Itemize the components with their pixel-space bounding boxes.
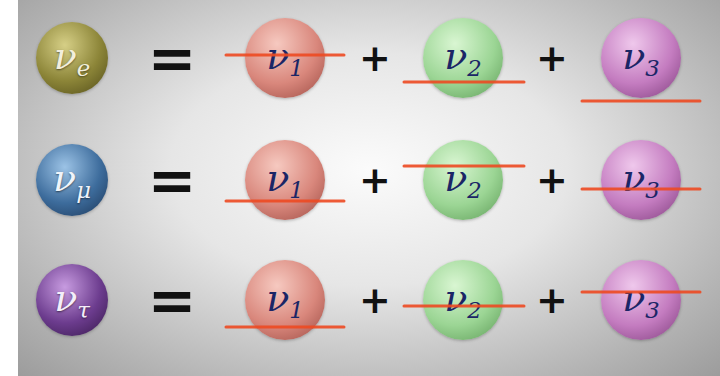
neutrino-sphere: ν3: [601, 18, 681, 98]
plus-sign: +: [359, 161, 391, 199]
particle-symbol: ν3: [622, 279, 660, 322]
particle-symbol: ν3: [622, 37, 660, 80]
neutrino-sphere: ν3: [601, 260, 681, 340]
equals-sign: =: [148, 151, 197, 209]
neutrino-sphere: ν2: [423, 260, 503, 340]
neutrino-sphere: ν3: [601, 140, 681, 220]
particle-symbol: ν1: [266, 159, 304, 202]
neutrino-sphere: ν1: [245, 260, 325, 340]
neutrino-sphere: νe: [36, 22, 108, 94]
equals-sign: =: [148, 271, 197, 329]
phase-line: [582, 100, 700, 103]
neutrino-sphere: ν2: [423, 140, 503, 220]
neutrino-sphere: νμ: [36, 144, 108, 216]
particle-symbol: ντ: [54, 279, 90, 322]
particle-symbol: ν2: [444, 279, 482, 322]
equals-sign: =: [148, 29, 197, 87]
plus-sign: +: [359, 39, 391, 77]
particle-symbol: ν1: [266, 37, 304, 80]
neutrino-sphere: ν2: [423, 18, 503, 98]
particle-symbol: ν2: [444, 37, 482, 80]
neutrino-sphere: ν1: [245, 140, 325, 220]
neutrino-sphere: ντ: [36, 264, 108, 336]
neutrino-sphere: ν1: [245, 18, 325, 98]
particle-symbol: νμ: [53, 159, 91, 202]
particle-symbol: ν3: [622, 159, 660, 202]
plus-sign: +: [536, 281, 568, 319]
plus-sign: +: [536, 161, 568, 199]
plus-sign: +: [536, 39, 568, 77]
plus-sign: +: [359, 281, 391, 319]
particle-symbol: ν1: [266, 279, 304, 322]
particle-symbol: ν2: [444, 159, 482, 202]
particle-symbol: νe: [54, 37, 91, 80]
